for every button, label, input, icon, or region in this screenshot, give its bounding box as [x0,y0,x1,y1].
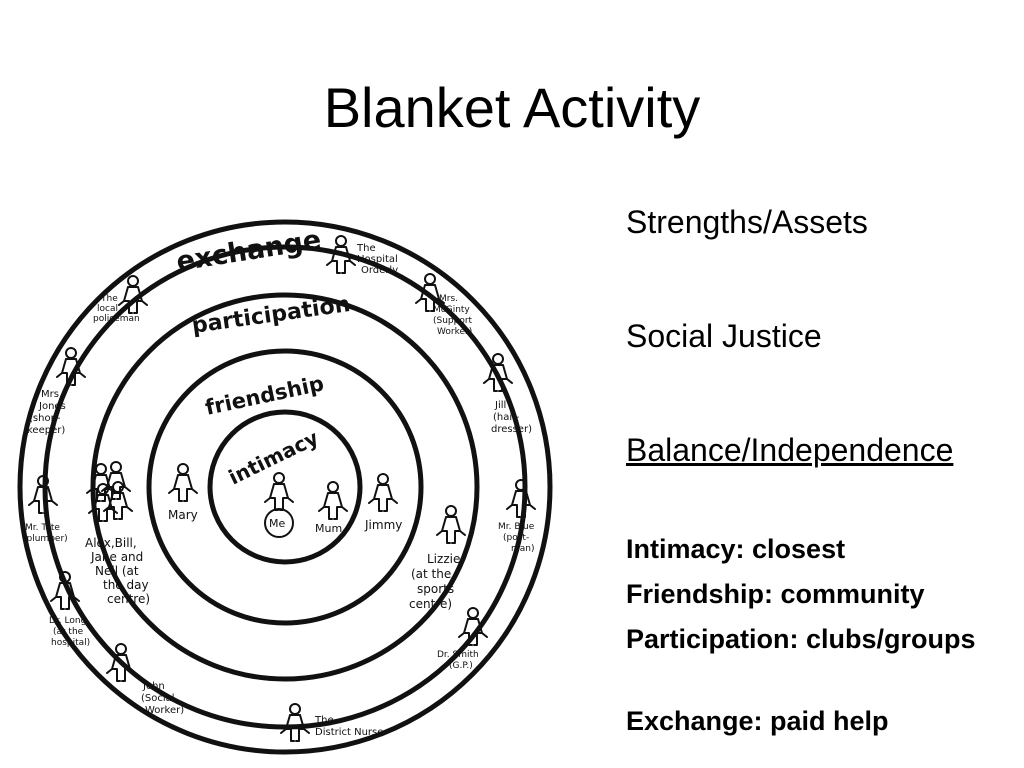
bullet-strengths: Strengths/Assets [626,204,868,240]
mr-blue-label: Mr. Blue (post- man) [498,522,537,554]
ring-label-exchange: exchange [174,224,323,277]
john-label: John (Social Worker) [141,681,184,716]
bullet-participation: Participation: clubs/groups [626,624,976,654]
bullet-friendship: Friendship: community [626,579,925,609]
dr-long-label: Dr. Long (at the hospital) [49,616,90,648]
policeman-label: The local policeman [93,294,140,324]
mary-label: Mary [168,508,198,522]
lizzie-person-icon [436,505,466,544]
me-person-icon [264,472,294,511]
friendship-circle [146,348,424,626]
bullet-intimacy: Intimacy: closest [626,534,846,564]
district-nurse-person-icon [280,703,310,742]
me-circle [264,508,294,538]
bullet-social-justice: Social Justice [626,318,822,354]
mum-label: Mum [315,522,342,535]
jimmy-person-icon [368,473,398,512]
slide-title: Blanket Activity [323,76,701,139]
jill-label: Jill (hair- dresser) [491,400,532,435]
jimmy-label: Jimmy [364,518,402,532]
ring-label-participation: participation [190,292,351,339]
lizzie-label: Lizzie (at the sports centre) [409,552,464,611]
group-label: Alex,Bill, Jane and Nell (at the day cen… [85,536,152,606]
mrs-mcginty-label: Mrs. McGinty (Support Worker) [433,294,475,337]
outer-circle [17,219,553,755]
dr-smith-label: Dr. Smith (G.P.) [437,650,482,671]
mary-person-icon [168,463,198,502]
mrs-jones-label: Mrs. Jones (shop- keeper) [27,389,69,436]
mum-person-icon [318,481,348,520]
bullet-exchange: Exchange: paid help [626,706,889,736]
hospital-orderly-label: The Hospital Orderly [356,243,401,276]
mr-tate-label: Mr. Tate (plumber) [23,523,68,544]
bullet-balance: Balance/Independence [626,432,954,468]
intimacy-circle [207,409,363,565]
me-label: Me [269,517,285,530]
district-nurse-label: The District Nurse [314,715,383,738]
blanket-circle-diagram: exchange participation friendship intima… [17,219,553,755]
mr-blue-person-icon [506,479,536,518]
